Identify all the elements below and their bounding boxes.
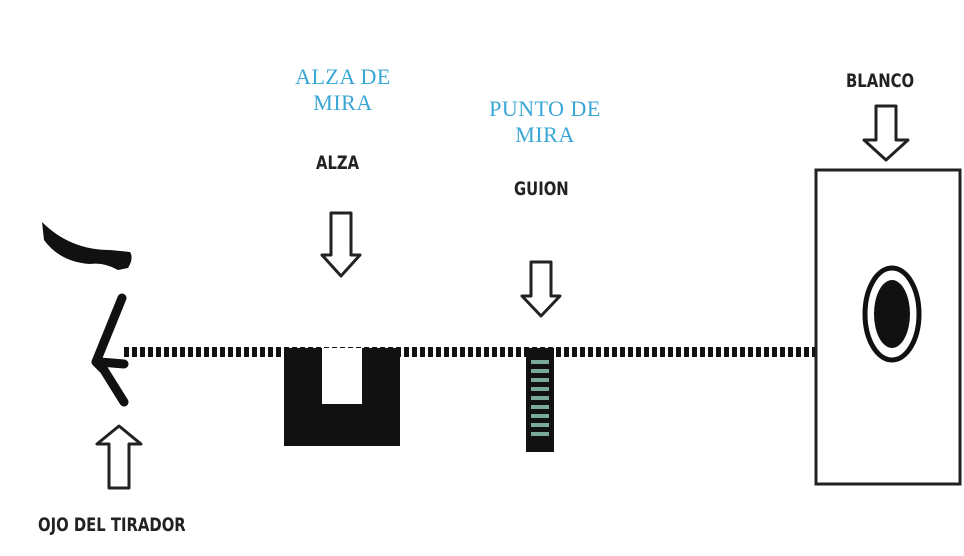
alza-de-mira-line-2: MIRA [313,90,373,115]
rear-sight-notch [322,348,362,404]
rear-sight-arrow-icon [320,211,362,278]
punto-de-mira-line-1: PUNTO DE [489,96,601,121]
blanco-label: BLANCO [846,70,915,92]
target-arrow-icon [862,104,910,162]
ojo-del-tirador-label: OJO DEL TIRADOR [38,514,186,536]
eye-arrow-icon [95,424,143,490]
front-sight-stripes [531,360,549,436]
punto-de-mira-label: PUNTO DE MIRA [470,96,620,148]
alza-label: ALZA [316,152,360,174]
rear-sight-shape [284,348,400,446]
alza-de-mira-line-1: ALZA DE [295,64,391,89]
alza-de-mira-label: ALZA DE MIRA [278,64,408,116]
punto-de-mira-line-2: MIRA [515,122,575,147]
front-sight-arrow-icon [520,260,562,318]
target-bullseye [874,280,910,348]
eye-shape [91,293,129,407]
guion-label: GUION [514,178,569,200]
eyebrow-shape [42,222,132,270]
